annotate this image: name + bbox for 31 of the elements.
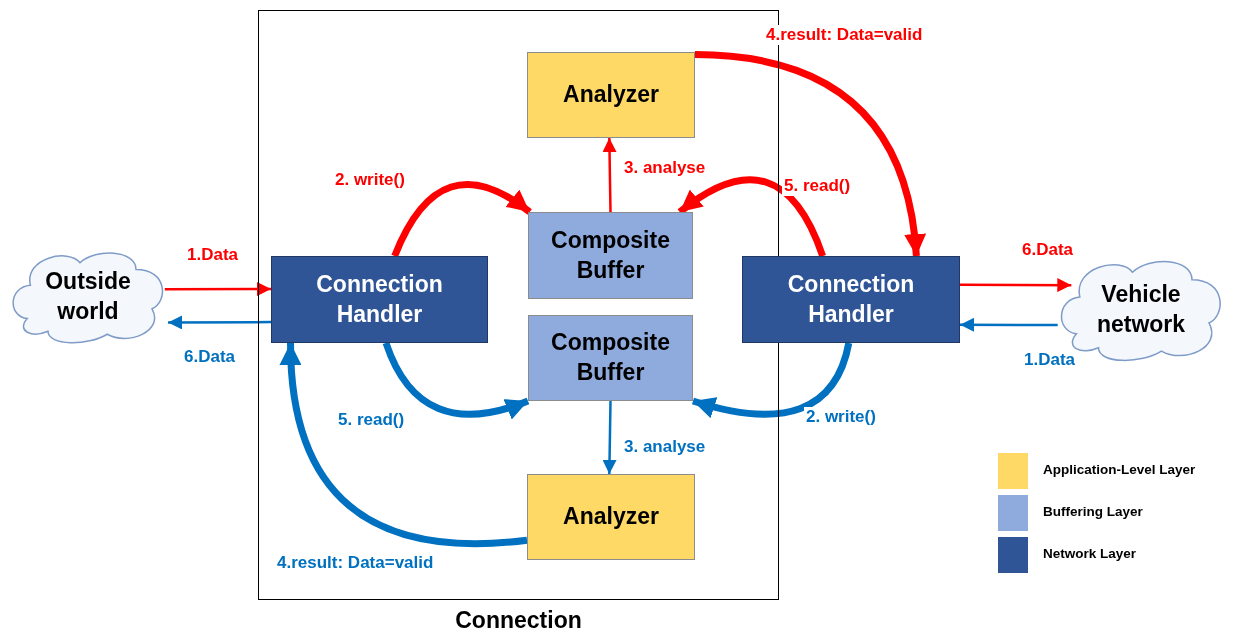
legend-label: Network Layer [1043,546,1137,561]
buffer-box: Composite Buffer [528,212,693,299]
arrow [280,342,528,547]
arrow [602,400,617,475]
edge-label: 3. analyse [622,437,708,457]
analyzer-box: Analyzer [527,52,695,138]
edge-label: 3. analyse [622,158,708,178]
container-title: Connection [454,606,583,633]
arrow [602,137,617,213]
arrow [960,278,1072,293]
edge-label: 5. read() [336,410,407,430]
edge-label: 2. write() [333,170,407,190]
analyzer-box: Analyzer [527,474,695,560]
arrow [164,282,271,297]
edge-label: 2. write() [804,407,878,427]
legend-label: Buffering Layer [1043,504,1143,519]
arrow [694,51,926,257]
legend-label: Application-Level Layer [1043,462,1196,477]
cloud-label: Outside world [44,267,132,326]
buffer-box: Composite Buffer [528,315,693,401]
handler-box: Connection Handler [742,256,960,343]
edge-label: 4.result: Data=valid [764,25,925,45]
edge-label: 5. read() [782,176,853,196]
arrow [382,341,530,419]
arrow [960,317,1058,332]
arrow [692,342,853,418]
cloud-label: Vehicle network [1095,280,1187,339]
arrow [168,315,271,330]
arrow [391,181,532,258]
handler-box: Connection Handler [271,256,488,343]
arrow [677,176,826,258]
